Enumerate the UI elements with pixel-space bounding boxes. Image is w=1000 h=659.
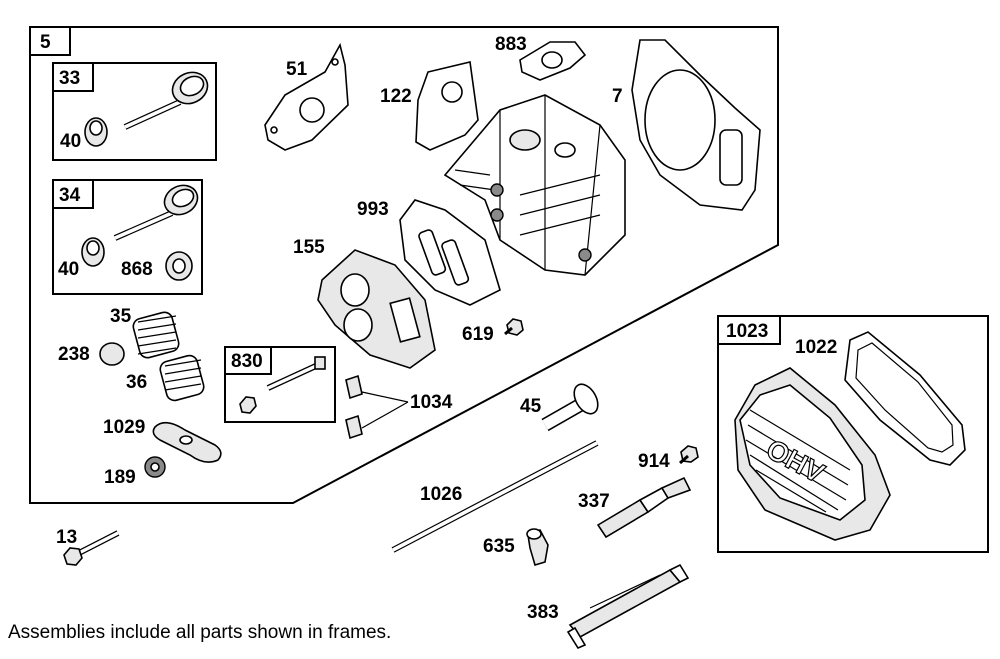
gasket-51-part	[264, 42, 349, 151]
spring-35-part	[132, 311, 180, 359]
rocker-arm-1029-part	[152, 421, 222, 463]
seal-868-part	[165, 251, 193, 281]
label-part-914: 914	[638, 451, 670, 472]
gasket-122-part	[415, 61, 479, 151]
label-part-36: 36	[126, 372, 147, 393]
keeper-40a-part	[84, 117, 108, 147]
label-part-40b: 40	[58, 259, 79, 280]
label-part-51: 51	[286, 59, 308, 80]
gasket-7-part	[631, 39, 761, 211]
leader-1034	[361, 391, 409, 429]
label-part-635: 635	[483, 536, 515, 557]
valve-34-part	[113, 184, 199, 241]
label-part-35: 35	[110, 306, 132, 327]
bolt-619-part	[504, 318, 524, 336]
frame-valve-34	[52, 179, 203, 295]
label-part-1022: 1022	[795, 337, 837, 358]
label-part-1034: 1034	[410, 392, 453, 413]
frame-main-label: 5	[40, 32, 51, 53]
label-part-13: 13	[56, 527, 77, 548]
valve-33-part	[123, 71, 209, 130]
nut-830-part	[239, 396, 257, 414]
tappet-45-part	[541, 383, 599, 432]
label-part-7: 7	[612, 86, 623, 107]
bolt-914-part	[679, 445, 699, 465]
tool-383-part	[566, 563, 690, 650]
valve-cover-part: OHV	[734, 367, 891, 541]
bolt-13-part	[63, 530, 120, 566]
label-part-868: 868	[121, 259, 153, 280]
label-part-238: 238	[58, 344, 90, 365]
frame-valve-33-label: 33	[59, 68, 80, 89]
frame-main-assembly	[29, 26, 779, 504]
elbow-635-part	[526, 528, 549, 566]
label-part-883: 883	[495, 34, 527, 55]
nut-189-part	[144, 456, 166, 478]
frame-valve-33	[52, 62, 217, 161]
frame-cover-1023	[717, 315, 989, 553]
gasket-1022-part	[844, 331, 966, 466]
label-part-45: 45	[520, 396, 542, 417]
gasket-883-part	[519, 41, 587, 81]
frame-valve-34-label: 34	[59, 185, 81, 206]
clip-1034-lower-part	[345, 414, 363, 440]
frame-bolt-830	[224, 346, 336, 423]
frame-bolt-830-label: 830	[231, 351, 263, 372]
frame-valve-34-tag	[52, 179, 94, 209]
spark-plug-337-part	[596, 476, 692, 539]
label-part-337: 337	[578, 491, 610, 512]
stud-830-part	[266, 356, 326, 391]
push-rod-1026-part	[391, 440, 599, 553]
frame-main-tag	[29, 26, 71, 56]
label-part-40a: 40	[60, 131, 81, 152]
frame-bolt-830-tag	[224, 346, 272, 375]
keeper-40b-part	[81, 237, 105, 267]
label-part-122: 122	[380, 86, 412, 107]
label-part-993: 993	[357, 199, 389, 220]
label-part-383: 383	[527, 602, 559, 623]
label-part-189: 189	[104, 467, 136, 488]
cylinder-head-part	[443, 94, 626, 276]
frame-cover-1023-label: 1023	[726, 321, 768, 342]
spring-36-part	[159, 354, 205, 402]
frame-valve-33-tag	[52, 62, 94, 92]
label-part-155: 155	[293, 237, 325, 258]
gasket-993-part	[399, 199, 501, 306]
label-part-1029: 1029	[103, 417, 145, 438]
clip-1034-upper-part	[345, 374, 363, 400]
label-part-1026: 1026	[420, 484, 462, 505]
label-part-619: 619	[462, 324, 494, 345]
plug-238-part	[99, 342, 125, 366]
plate-155-part	[317, 249, 436, 369]
footnote-text: Assemblies include all parts shown in fr…	[8, 622, 392, 643]
frame-cover-1023-tag	[717, 315, 781, 345]
